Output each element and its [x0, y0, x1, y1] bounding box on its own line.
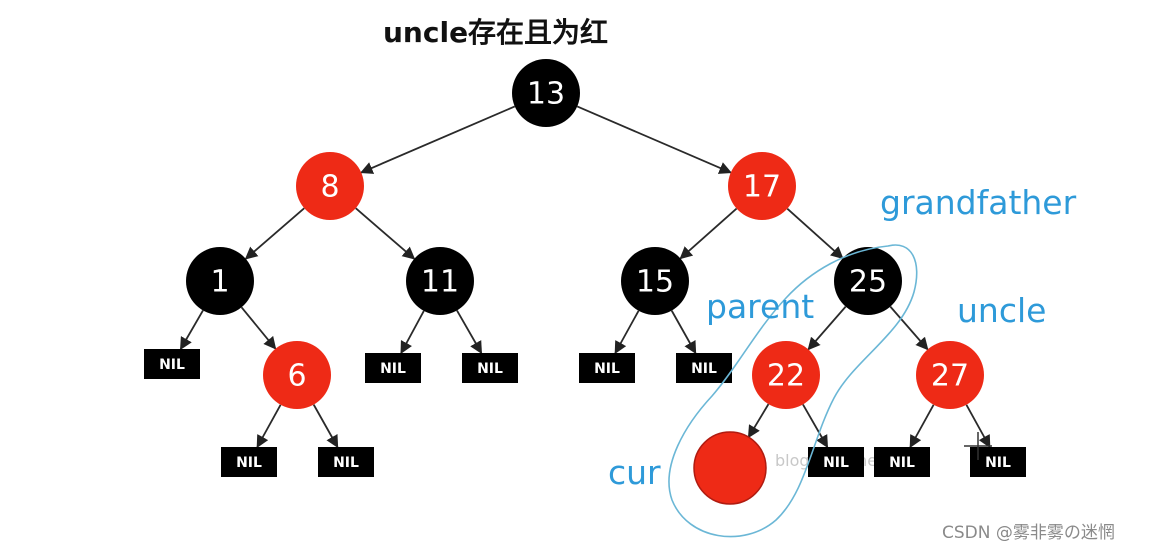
nil-box	[144, 349, 200, 379]
black-node-circle	[621, 247, 689, 315]
tree-node-6: 6	[263, 341, 331, 409]
cur-annotation: cur	[608, 453, 661, 492]
node-label: 27	[931, 359, 969, 394]
nil-leaf: NIL	[462, 353, 518, 383]
tree-edge	[576, 105, 732, 174]
nil-leaf: NIL	[144, 349, 200, 379]
tree-node-13: 13	[512, 59, 580, 127]
node-label: 22	[767, 359, 805, 394]
nil-leaf: NIL	[676, 353, 732, 383]
nil-box	[221, 447, 277, 477]
parent-annotation: parent	[706, 287, 814, 326]
nil-leaf: NIL	[365, 353, 421, 383]
tree-edge	[909, 404, 935, 449]
nil-box	[579, 353, 635, 383]
tree-edge	[179, 309, 204, 351]
tree-node-cur	[693, 431, 767, 505]
nil-box	[365, 353, 421, 383]
tree-edge	[240, 306, 277, 350]
tree-edge	[747, 403, 770, 439]
node-label: 1	[210, 265, 229, 300]
nil-label: NIL	[477, 361, 503, 377]
nil-label: NIL	[691, 361, 717, 377]
tree-edge	[889, 306, 929, 351]
tree-node-22: 22	[752, 341, 820, 409]
black-node-circle	[512, 59, 580, 127]
diagram-title: uncle存在且为红	[383, 16, 608, 49]
tree-node-11: 11	[406, 247, 474, 315]
nil-label: NIL	[823, 455, 849, 471]
csdn-watermark: CSDN @雾非雾の迷惘	[942, 523, 1115, 543]
nil-leaf: NIL	[970, 447, 1026, 477]
tree-edge	[670, 310, 697, 355]
tree-edge	[965, 404, 991, 449]
nil-leaf: NIL	[221, 447, 277, 477]
tree-node-25: 25	[834, 247, 902, 315]
node-label: 17	[743, 170, 781, 205]
red-node-circle	[728, 152, 796, 220]
black-node-circle	[834, 247, 902, 315]
black-node-circle	[406, 247, 474, 315]
nil-box	[874, 447, 930, 477]
tree-edge	[807, 306, 847, 351]
nil-box	[808, 447, 864, 477]
black-node-circle	[186, 247, 254, 315]
tree-edge	[786, 208, 844, 260]
red-node-circle	[296, 152, 364, 220]
nil-leaf: NIL	[874, 447, 930, 477]
tree-node-1: 1	[186, 247, 254, 315]
tree-edge	[802, 404, 829, 449]
nil-label: NIL	[380, 361, 406, 377]
nil-label: NIL	[594, 361, 620, 377]
tree-node-27: 27	[916, 341, 984, 409]
red-node-circle	[916, 341, 984, 409]
tree-edge	[244, 207, 305, 260]
tree-edge	[614, 310, 640, 355]
node-label: 25	[849, 265, 887, 300]
tree-edge	[312, 404, 339, 449]
nil-label: NIL	[889, 455, 915, 471]
crosshair-cursor-icon	[964, 432, 992, 460]
tree-edge	[400, 310, 425, 355]
nil-box	[970, 447, 1026, 477]
tree-edge	[355, 207, 416, 260]
node-label: 13	[527, 77, 565, 112]
node-label: 15	[636, 265, 674, 300]
grandfather-annotation: grandfather	[880, 183, 1077, 222]
hand-drawn-outline	[668, 244, 918, 538]
uncle-annotation: uncle	[957, 291, 1046, 330]
tree-node-8: 8	[296, 152, 364, 220]
nil-box	[676, 353, 732, 383]
nil-label: NIL	[985, 455, 1011, 471]
tree-edge	[256, 404, 282, 449]
tree-edge	[456, 310, 483, 355]
red-node-circle	[693, 431, 767, 505]
nil-label: NIL	[159, 357, 185, 373]
node-label: 11	[421, 265, 459, 300]
nil-label: NIL	[333, 455, 359, 471]
tree-node-15: 15	[621, 247, 689, 315]
node-label: 8	[320, 170, 339, 205]
nil-leaves: NIL NIL NIL NIL NIL NIL NIL NIL NIL NIL	[144, 349, 1026, 477]
red-node-circle	[263, 341, 331, 409]
node-label: 6	[287, 359, 306, 394]
nil-label: NIL	[236, 455, 262, 471]
tree-edge	[360, 105, 516, 174]
tree-edges	[179, 105, 991, 449]
nil-leaf: NIL	[579, 353, 635, 383]
nil-box	[462, 353, 518, 383]
red-node-circle	[752, 341, 820, 409]
tree-node-17: 17	[728, 152, 796, 220]
nil-leaf: NIL	[808, 447, 864, 477]
tree-edge	[679, 207, 738, 260]
nil-box	[318, 447, 374, 477]
nil-leaf: NIL	[318, 447, 374, 477]
